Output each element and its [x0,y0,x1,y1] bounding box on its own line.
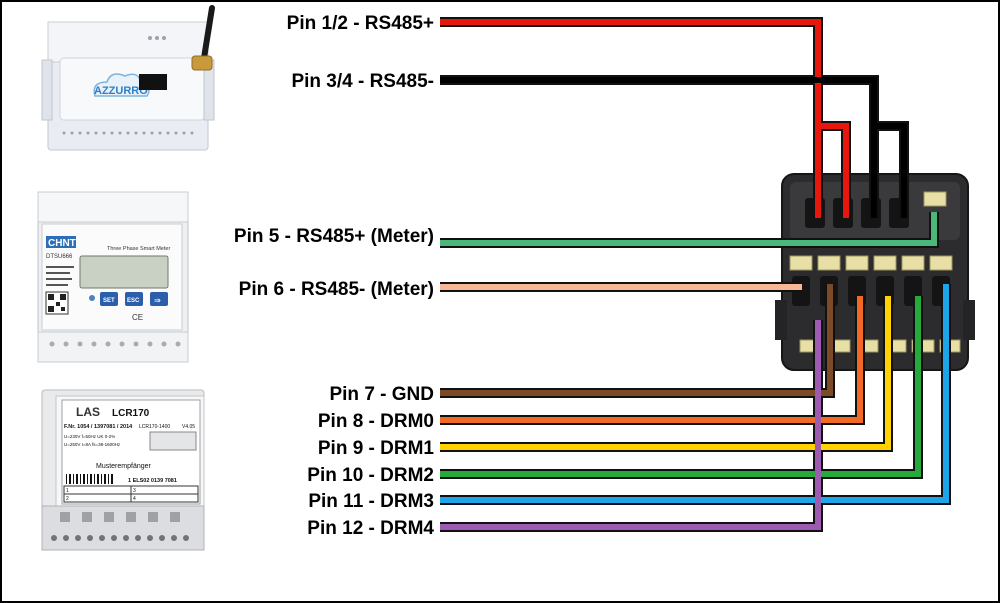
wire-pin-3-4 [440,77,877,218]
wire-pin-1-2 [440,19,821,218]
wire-pin-7 [440,284,833,396]
receiver-model: LCR170 [112,408,150,419]
wire-pin-5 [440,212,937,246]
meter-model: DTSU666 [46,254,73,260]
meter-button-next: ⇒ [154,296,161,305]
receiver-brand: LAS [76,405,100,419]
wire-pin-3-4-branch [874,123,907,218]
meter-button-set: SET [103,298,115,304]
receiver-line1b: LCR170-1400 [139,424,170,430]
receiver-serial: 1 ELS02 0139 7081 [128,478,177,484]
label-pin-5: Pin 5 - RS485+ (Meter) [234,226,434,247]
antenna-icon [201,5,215,61]
lcd-display [79,255,169,289]
set-button-icon [100,292,118,306]
wire-group [440,17,951,532]
receiver-line3: U=250V I=8A fs=38-1600Hz [64,442,121,447]
wire-pin-10 [440,296,921,477]
meter-caption: Three Phase Smart Meter [107,246,170,252]
receiver-cell-1: 1 [66,488,69,494]
receiver-cell-4: 4 [133,496,136,502]
label-pin-9: Pin 9 - DRM1 [318,438,435,459]
wire-pin-9 [440,296,891,450]
meter-brand: CHNT [48,238,76,249]
receiver-line1: F.Nr. 1054 / 1397081 / 2014 [64,424,133,430]
label-pin-3-4: Pin 3/4 - RS485- [291,71,434,92]
ripple-receiver-device: LAS LCR170 F.Nr. 1054 / 1397081 / 2014 L… [41,389,205,551]
label-pin-10: Pin 10 - DRM2 [307,465,434,486]
gateway-brand: AZZURRO [94,85,148,97]
barcode-icon [66,474,113,484]
wire-pin-11 [440,284,949,503]
label-pin-11: Pin 11 - DRM3 [308,491,434,512]
wire-pin-12 [440,320,821,530]
next-button-icon [150,292,168,306]
esc-button-icon [125,292,143,306]
meter-button-esc: ESC [127,298,140,304]
label-pin-12: Pin 12 - DRM4 [307,518,434,539]
wire-pin-1-2-branch [818,123,849,218]
smart-meter-device: CHNT DTSU666 Three Phase Smart Meter SET… [37,191,189,363]
label-pin-1-2: Pin 1/2 - RS485+ [287,13,434,34]
pin-label-group: Pin 1/2 - RS485+ Pin 3/4 - RS485- Pin 5 … [234,13,435,539]
receiver-cell-3: 3 [133,488,136,494]
label-pin-7: Pin 7 - GND [329,384,434,405]
receiver-subtitle: Musterempfänger [96,463,152,470]
receiver-line2: U=230V f=50Hz UK 0-2% [64,434,115,439]
label-pin-8: Pin 8 - DRM0 [318,411,434,432]
label-pin-6: Pin 6 - RS485- (Meter) [239,279,434,300]
receiver-line1c: V4.05 [182,424,195,430]
receiver-cell-2: 2 [66,496,69,502]
gateway-device: AZZURRO [41,5,215,151]
wire-pin-8 [440,296,863,423]
ce-mark-icon: CE [132,313,143,322]
